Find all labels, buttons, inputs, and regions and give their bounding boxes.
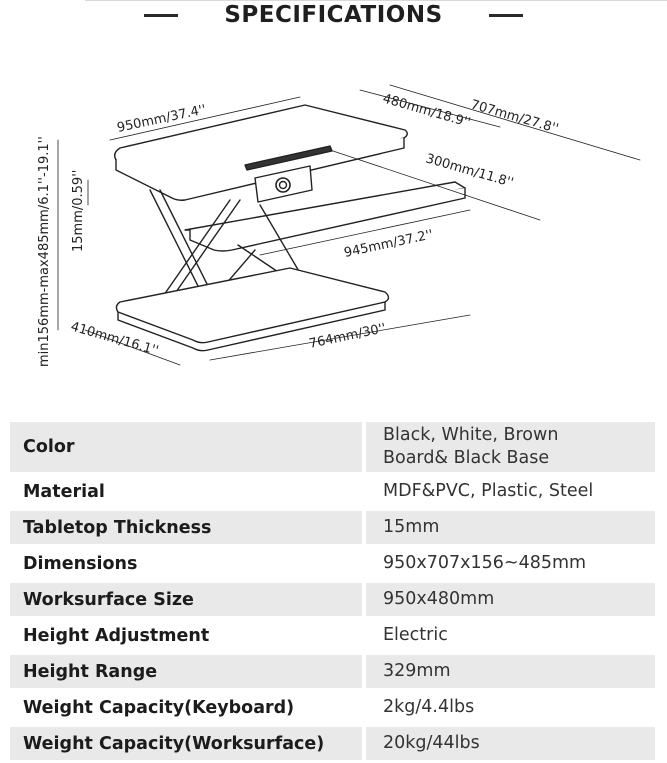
spec-value: 2kg/4.4lbs [366, 691, 655, 724]
top-divider [85, 0, 667, 1]
spec-row-weight-keyboard: Weight Capacity(Keyboard) 2kg/4.4lbs [10, 691, 655, 724]
spec-value: MDF&PVC, Plastic, Steel [366, 475, 655, 508]
spec-value: Black, White, Brown Board& Black Base [366, 422, 655, 472]
heading-dash-left [144, 13, 179, 17]
dim-thickness: 15mm/0.59'' [71, 170, 86, 252]
dim-line-base-depth [84, 329, 181, 366]
spec-label: Worksurface Size [10, 583, 362, 616]
spec-row-weight-worksurface: Weight Capacity(Worksurface) 20kg/44lbs [10, 727, 655, 760]
spec-label: Tabletop Thickness [10, 511, 362, 544]
spec-label: Weight Capacity(Keyboard) [10, 691, 362, 724]
spec-label: Color [10, 422, 362, 472]
base-frame [115, 267, 390, 344]
spec-row-worksurface: Worksurface Size 950x480mm [10, 583, 655, 616]
spec-value: 950x480mm [366, 583, 655, 616]
spec-row-height-adjustment: Height Adjustment Electric [10, 619, 655, 652]
section-heading: SPECIFICATIONS [0, 0, 667, 30]
spec-value-line: Board& Black Base [383, 448, 550, 468]
spec-row-thickness: Tabletop Thickness 15mm [10, 511, 655, 544]
dim-line-depth [359, 89, 501, 128]
desk-diagram: 950mm/37.4'' 480mm/18.9'' 707mm/27.8'' 3… [0, 30, 667, 410]
spec-label: Height Range [10, 655, 362, 688]
spec-label: Dimensions [10, 547, 362, 580]
dim-line-width [109, 96, 301, 141]
spec-label: Height Adjustment [10, 619, 362, 652]
dim-keyboard-width: 945mm/37.2'' [343, 227, 435, 261]
spec-label: Weight Capacity(Worksurface) [10, 727, 362, 760]
spec-label: Material [10, 475, 362, 508]
dim-line-base-width [209, 314, 471, 361]
dim-total-depth: 707mm/27.8'' [469, 97, 560, 136]
heading-title: SPECIFICATIONS [224, 2, 443, 28]
heading-dash-right [488, 13, 523, 17]
specifications-table: Color Black, White, Brown Board& Black B… [10, 422, 655, 763]
spec-value: Electric [366, 619, 655, 652]
spec-value: 15mm [366, 511, 655, 544]
spec-value: 329mm [366, 655, 655, 688]
dim-base-depth: 410mm/16.1'' [69, 319, 160, 358]
dim-line-kb-width [259, 209, 471, 256]
spec-row-dimensions: Dimensions 950x707x156~485mm [10, 547, 655, 580]
worksurface-edge [115, 137, 405, 201]
base-edge [117, 301, 386, 352]
dim-depth: 480mm/18.9'' [381, 91, 472, 130]
keyboard-tray-edge [189, 187, 466, 252]
spec-value: 20kg/44lbs [366, 727, 655, 760]
spec-row-color: Color Black, White, Brown Board& Black B… [10, 422, 655, 472]
dim-line-total [389, 84, 641, 161]
dim-height-range: min156mm-max485mm/6.1''-19.1'' [37, 136, 52, 367]
dim-line-kb-depth [329, 149, 541, 221]
dim-base-width: 764mm/30'' [308, 321, 388, 352]
spec-row-height-range: Height Range 329mm [10, 655, 655, 688]
spec-row-material: Material MDF&PVC, Plastic, Steel [10, 475, 655, 508]
spec-value: 950x707x156~485mm [366, 547, 655, 580]
spec-value-line: Black, White, Brown [383, 425, 559, 445]
power-button-icon [275, 177, 291, 193]
